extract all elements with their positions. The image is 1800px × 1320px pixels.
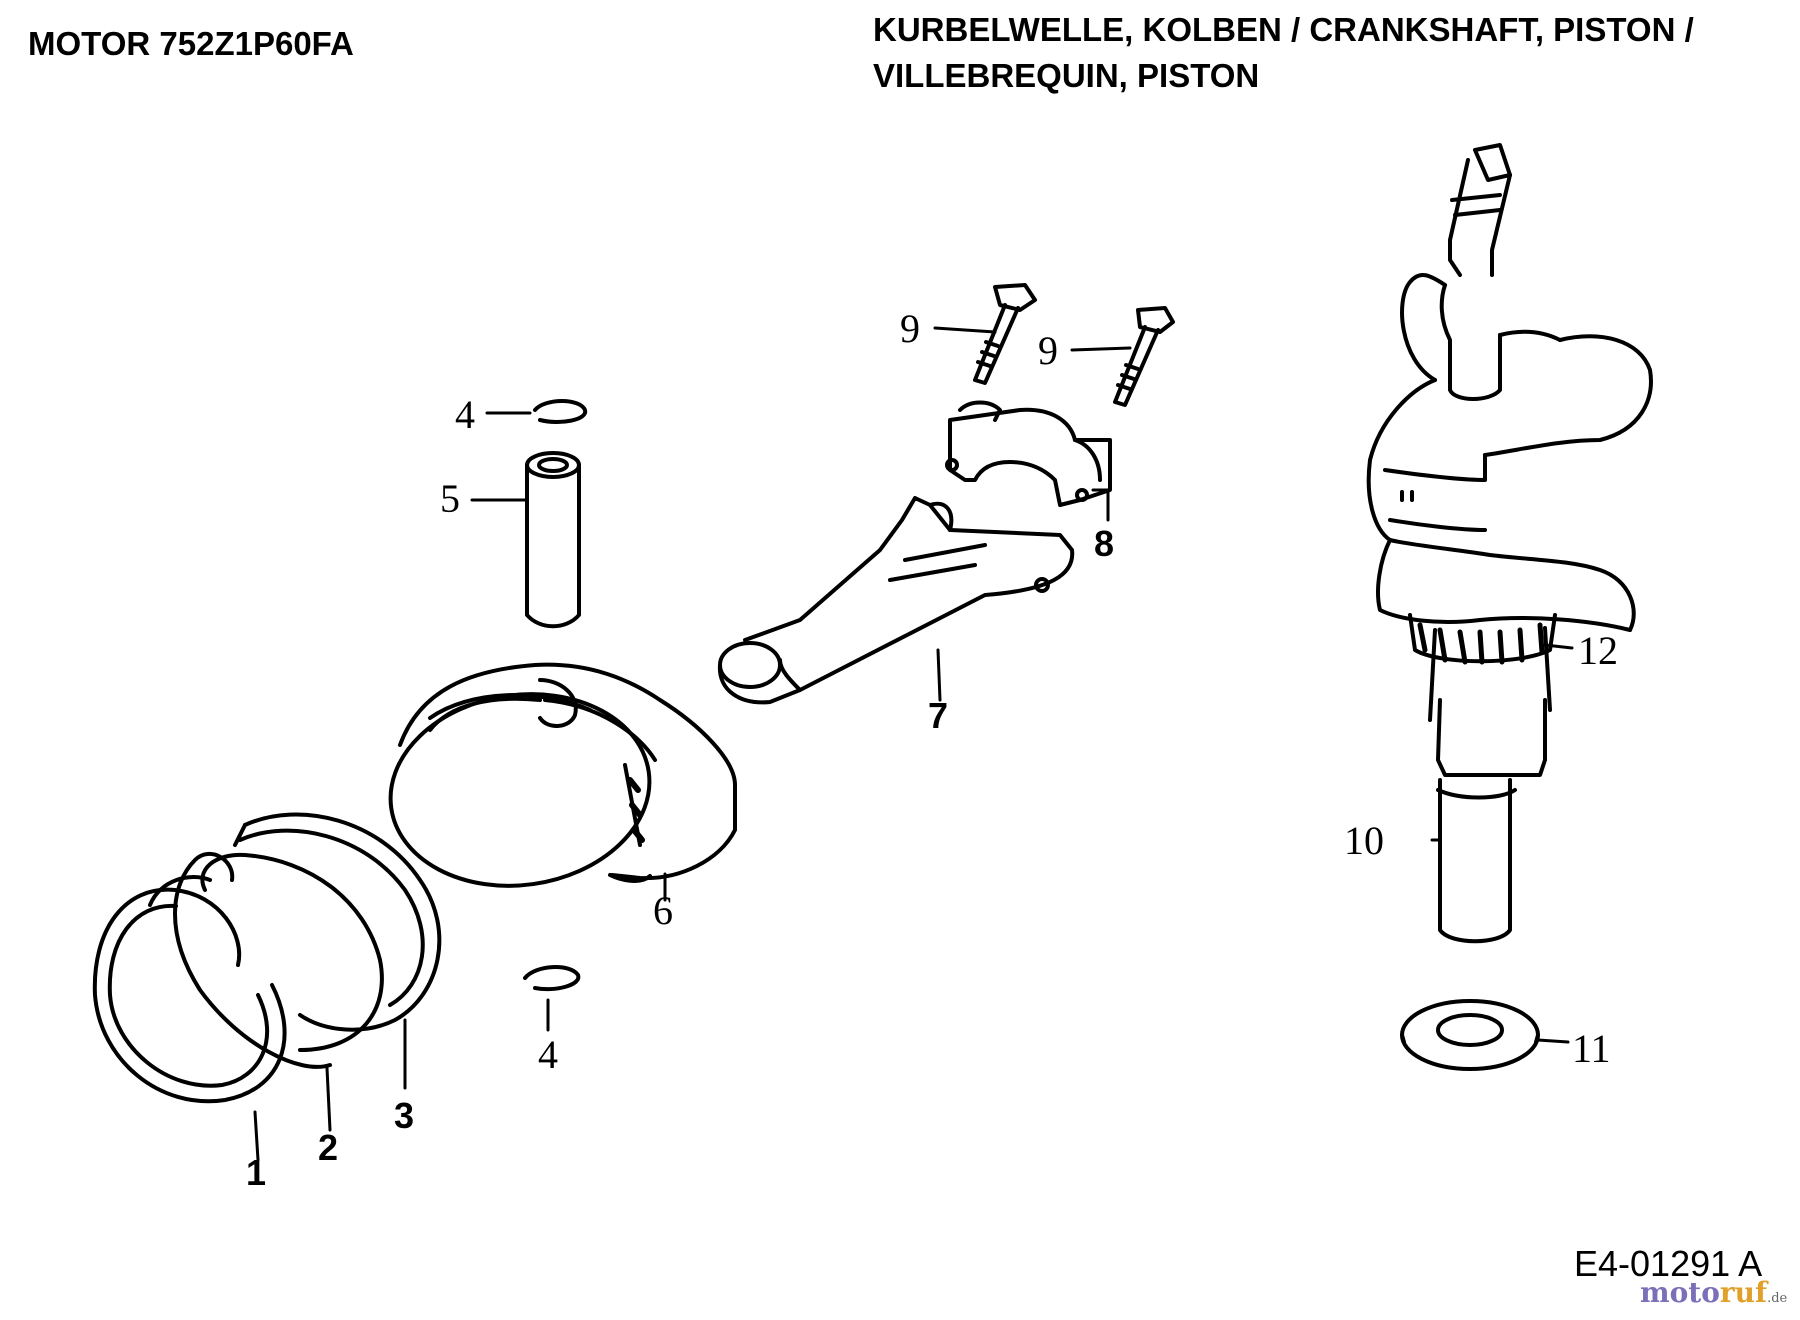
callout-9-left: 9 (900, 306, 920, 351)
callout-4-bottom: 4 (538, 1032, 558, 1077)
piston-pin-clip-bottom[interactable] (523, 965, 581, 992)
callout-3: 3 (394, 1095, 414, 1136)
callout-4-top: 4 (455, 392, 475, 437)
callout-5: 5 (440, 476, 460, 521)
callout-6: 6 (653, 888, 673, 933)
callout-10: 10 (1344, 818, 1384, 863)
watermark-suffix: .de (1767, 1291, 1788, 1306)
rod-bolt-left[interactable] (973, 283, 1037, 385)
connecting-rod[interactable] (717, 496, 1075, 705)
piston-ring-3[interactable] (233, 812, 442, 1032)
page-title: MOTOR 752Z1P60FA (28, 25, 354, 62)
watermark-part-a: moto (1640, 1276, 1720, 1309)
timing-gear[interactable] (1408, 613, 1557, 665)
piston-pin-clip-top[interactable] (533, 399, 588, 424)
watermark-part-b: ruf (1719, 1276, 1768, 1309)
thrust-washer[interactable] (1400, 999, 1540, 1071)
crankshaft[interactable] (1366, 143, 1653, 944)
rod-bolt-right[interactable] (1113, 306, 1175, 407)
piston[interactable] (378, 662, 737, 902)
watermark-logo: motoruf.de (1640, 1276, 1787, 1309)
callout-9-right: 9 (1038, 328, 1058, 373)
callout-12: 12 (1578, 628, 1618, 673)
piston-pin[interactable] (525, 451, 581, 629)
callout-1: 1 (246, 1152, 266, 1193)
callout-11: 11 (1572, 1026, 1611, 1071)
section-title-line-2: VILLEBREQUIN, PISTON (873, 57, 1260, 94)
section-title-line-1: KURBELWELLE, KOLBEN / CRANKSHAFT, PISTON… (873, 11, 1694, 48)
callout-8: 8 (1094, 523, 1114, 564)
callout-2: 2 (318, 1127, 338, 1168)
callout-7: 7 (928, 695, 948, 736)
piston-ring-1[interactable] (92, 887, 287, 1104)
figure-code: E4-01291 A (1574, 1243, 1763, 1284)
rod-cap[interactable] (945, 400, 1112, 507)
